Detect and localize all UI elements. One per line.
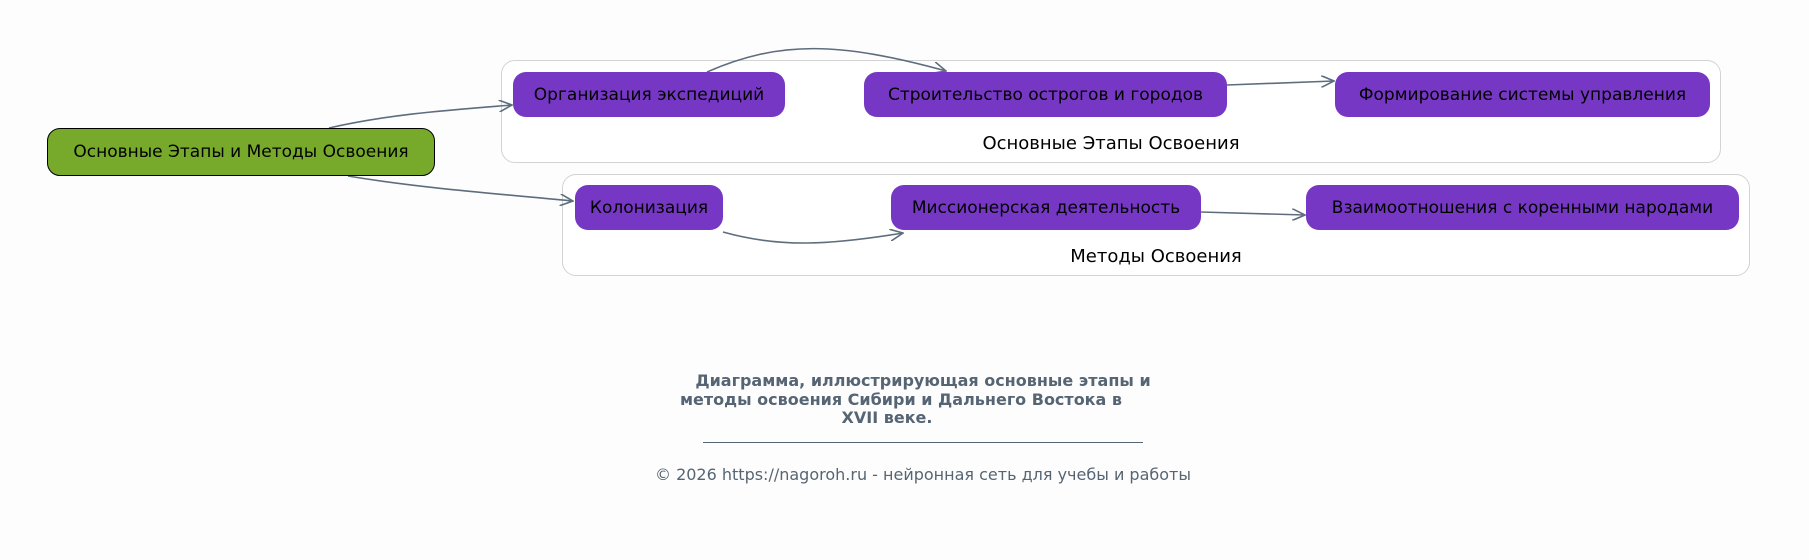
node-governance[interactable]: Формирование системы управления: [1335, 72, 1710, 117]
edge-missionary-to-relations: [1200, 212, 1305, 215]
node-expeditions[interactable]: Организация экспедиций: [513, 72, 785, 117]
caption-line-1: Диаграмма, иллюстрирующая основные этапы…: [695, 371, 1151, 390]
edge-root-to-expeditions: [328, 105, 512, 129]
root-node[interactable]: Основные Этапы и Методы Освоения: [47, 128, 435, 176]
node-colonization[interactable]: Колонизация: [575, 185, 723, 230]
footer-copyright: © 2026 https://nagoroh.ru - нейронная се…: [654, 465, 1191, 484]
edge-root-to-colonization: [347, 175, 573, 201]
cluster-main-stages-label: Основные Этапы Освоения: [982, 133, 1240, 154]
caption-line-3: XVII веке.: [841, 408, 933, 427]
cluster-methods-label: Методы Освоения: [1070, 246, 1242, 267]
node-construction[interactable]: Строительство острогов и городов: [864, 72, 1227, 117]
edge-construction-to-governance: [1226, 81, 1334, 85]
edge-expeditions-to-construction: [706, 47, 946, 72]
node-missionary[interactable]: Миссионерская деятельность: [891, 185, 1201, 230]
caption-divider: [703, 442, 1143, 443]
edge-colonization-to-missionary: [722, 232, 903, 244]
caption-line-2: методы освоения Сибири и Дальнего Восток…: [679, 390, 1123, 409]
node-relations[interactable]: Взаимоотношения с коренными народами: [1306, 185, 1739, 230]
